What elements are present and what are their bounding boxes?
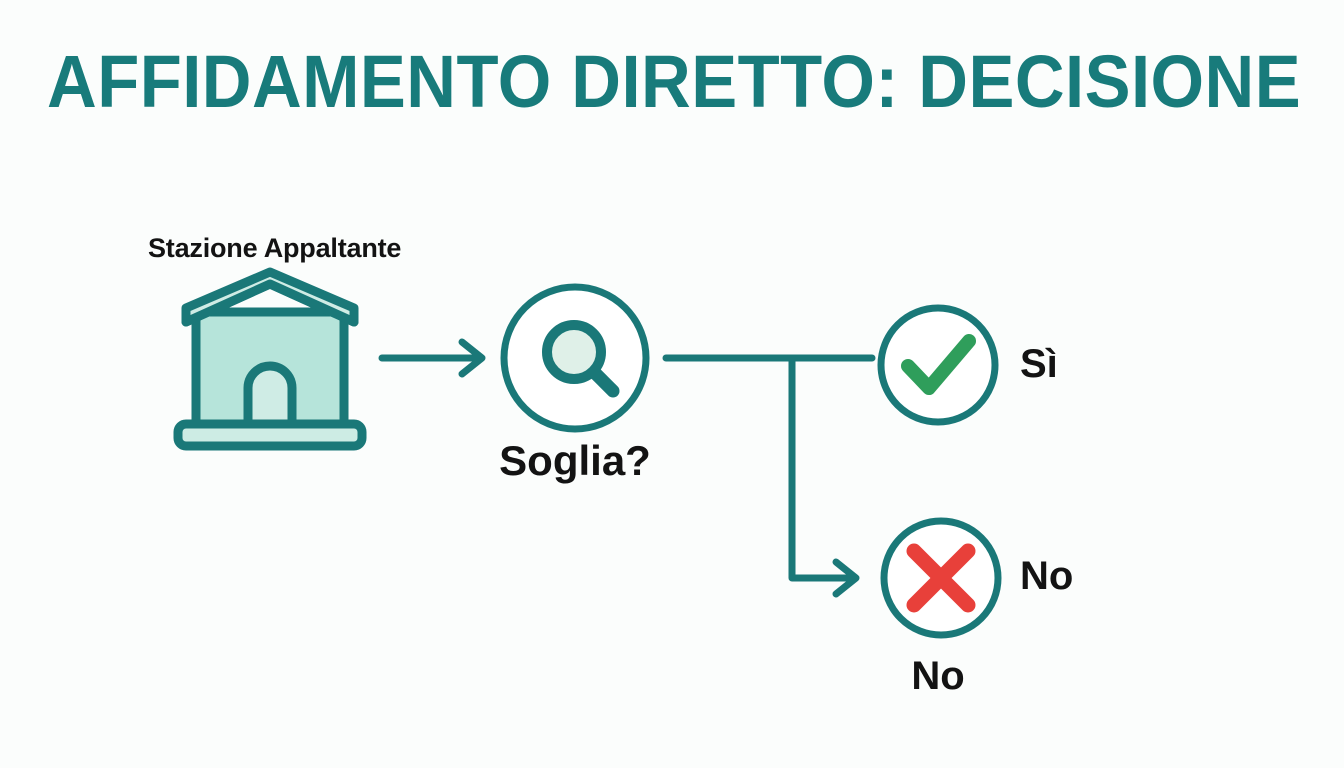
- cross-icon: [906, 543, 976, 613]
- label-outcome-yes: Sì: [1020, 342, 1058, 386]
- label-branch-no: No: [911, 654, 965, 698]
- page-title: AFFIDAMENTO DIRETTO: DECISIONE: [47, 40, 1302, 123]
- outcome-yes-node[interactable]: [877, 304, 999, 426]
- label-stazione-appaltante: Stazione Appaltante: [148, 233, 402, 263]
- label-soglia: Soglia?: [499, 437, 651, 484]
- check-icon: [901, 334, 976, 395]
- outcome-no-node[interactable]: [880, 517, 1002, 639]
- building-icon: [173, 267, 367, 451]
- magnifier-icon: [542, 320, 620, 398]
- connector-station-to-decision: [378, 338, 486, 378]
- connector-decision-to-no: [788, 354, 860, 598]
- soglia-decision-node[interactable]: [500, 283, 650, 433]
- label-outcome-no: No: [1020, 554, 1074, 598]
